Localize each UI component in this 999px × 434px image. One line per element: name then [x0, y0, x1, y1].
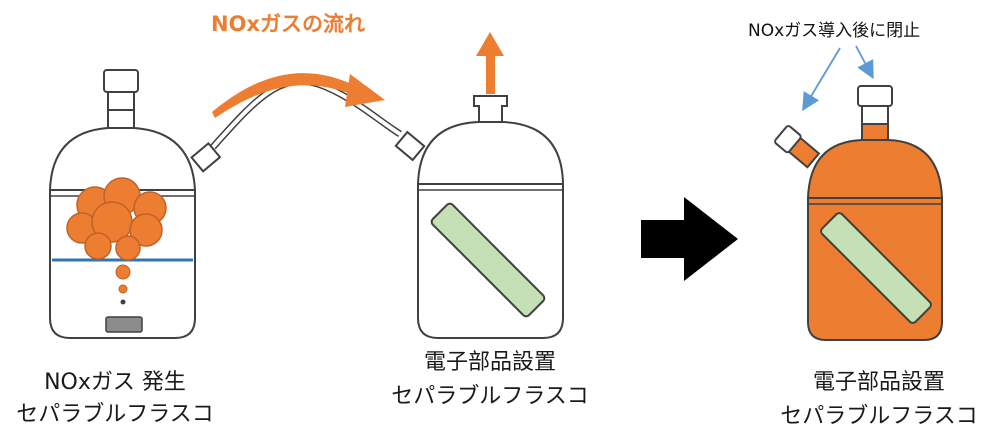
- closed-note-label: NOxガス導入後に閉止: [748, 21, 921, 41]
- flask3-stopper-cap: [857, 85, 893, 107]
- flask1-side-port: [190, 141, 222, 173]
- electronic-component: [430, 202, 546, 318]
- flask3-neck: [861, 123, 889, 141]
- gas-bubble: [120, 299, 126, 305]
- flask3-stopper-neck: [861, 105, 889, 125]
- transition-arrow: [641, 197, 738, 281]
- exhaust-arrow: [476, 32, 504, 94]
- component-flask-open: [394, 32, 565, 339]
- flask1-caption-line2: セパラブルフラスコ: [16, 402, 214, 427]
- flask1-stopper-neck: [107, 91, 135, 111]
- flask1-caption-line1: NOxガス 発生: [44, 370, 186, 395]
- flask1-lid: [48, 127, 197, 191]
- gas-bubble: [118, 284, 128, 294]
- flask1-stopper-cap: [103, 69, 139, 93]
- gas-flow-arrow: [212, 73, 385, 118]
- flask2-caption-line1: 電子部品設置: [423, 350, 556, 375]
- component-flask-closed: [774, 45, 944, 341]
- stir-bar: [105, 316, 143, 333]
- flask3-caption-line2: セパラブルフラスコ: [780, 404, 978, 429]
- electronic-component: [820, 212, 932, 324]
- flask2-caption-line2: セパラブルフラスコ: [391, 384, 589, 409]
- flask3-side-stopper: [774, 125, 802, 154]
- flask3-caption-line1: 電子部品設置: [812, 370, 945, 395]
- flask3-lid: [806, 139, 944, 199]
- generator-flask: [48, 69, 222, 339]
- gas-bubble: [115, 264, 131, 280]
- flask2-neck: [473, 95, 508, 123]
- flow-label: NOxガスの流れ: [211, 12, 365, 36]
- nox-gas-cloud: [66, 177, 167, 261]
- pointer-arrow-side: [802, 47, 841, 112]
- flask2-lid: [416, 121, 565, 185]
- pointer-arrow-top: [855, 45, 874, 80]
- flask1-neck: [107, 109, 135, 129]
- flask2-side-port: [394, 130, 426, 162]
